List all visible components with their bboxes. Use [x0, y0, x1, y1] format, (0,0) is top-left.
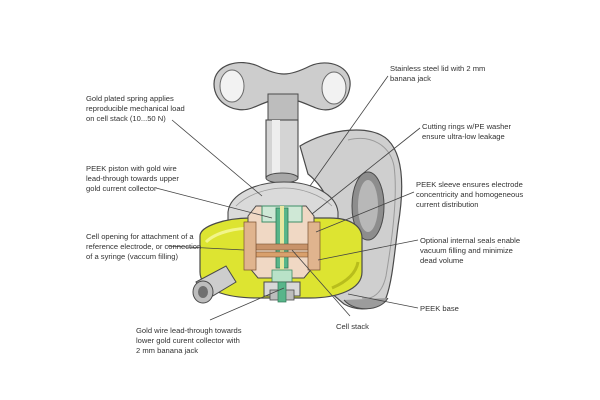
cutaway-interior: [243, 205, 321, 283]
t-handle: [213, 62, 351, 123]
leader-cell-stack: [291, 249, 351, 317]
lid-shaft: [265, 119, 299, 184]
leader-lower-wire: [209, 287, 285, 321]
leader-sleeve: [315, 191, 415, 233]
leader-base: [347, 293, 419, 309]
leader-seals: [317, 239, 419, 261]
leader-rings: [311, 127, 421, 215]
lower-jack: [263, 281, 301, 303]
leader-lid: [309, 75, 389, 187]
leader-lines: [155, 75, 421, 321]
leader-opening: [167, 245, 245, 251]
label-base: PEEK base: [420, 304, 459, 313]
side-port: [192, 265, 237, 304]
leader-piston: [155, 187, 273, 219]
label-cell-stack: Cell stack: [336, 322, 369, 331]
leader-spring: [171, 119, 263, 197]
